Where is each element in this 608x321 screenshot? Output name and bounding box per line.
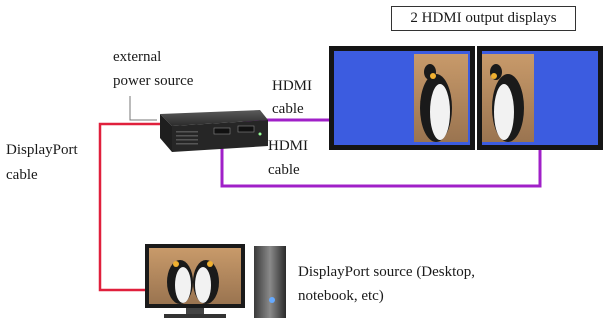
penguin-image-1 xyxy=(420,64,452,142)
power-label-line1: external xyxy=(113,49,162,65)
source-label-line1: DisplayPort source (Desktop, xyxy=(298,264,476,280)
displayport-cable-label-line1: DisplayPort xyxy=(6,142,78,158)
power-label-line2: power source xyxy=(113,73,194,89)
displayport-cable xyxy=(98,122,165,292)
source-label-line2: notebook, etc) xyxy=(298,288,384,304)
hdmi-cable-1-label-line1: HDMI xyxy=(272,78,312,94)
hdmi-adapter-device xyxy=(160,110,268,152)
hdmi-display-2 xyxy=(477,46,603,150)
monitor-penguins xyxy=(167,260,219,304)
hdmi-cable-1-label-line2: cable xyxy=(272,101,304,117)
penguin-image-2 xyxy=(490,64,524,142)
hdmi-display-1 xyxy=(329,46,475,150)
power-leader-line xyxy=(129,96,157,121)
hdmi-cable-2 xyxy=(220,146,542,188)
displayport-cable-label-line2: cable xyxy=(6,167,38,183)
diagram-title: 2 HDMI output displays xyxy=(391,6,576,31)
hdmi-cable-2-label-line2: cable xyxy=(268,162,300,178)
hdmi-cable-2-label-line1: HDMI xyxy=(268,138,308,154)
desktop-computer xyxy=(145,244,286,318)
